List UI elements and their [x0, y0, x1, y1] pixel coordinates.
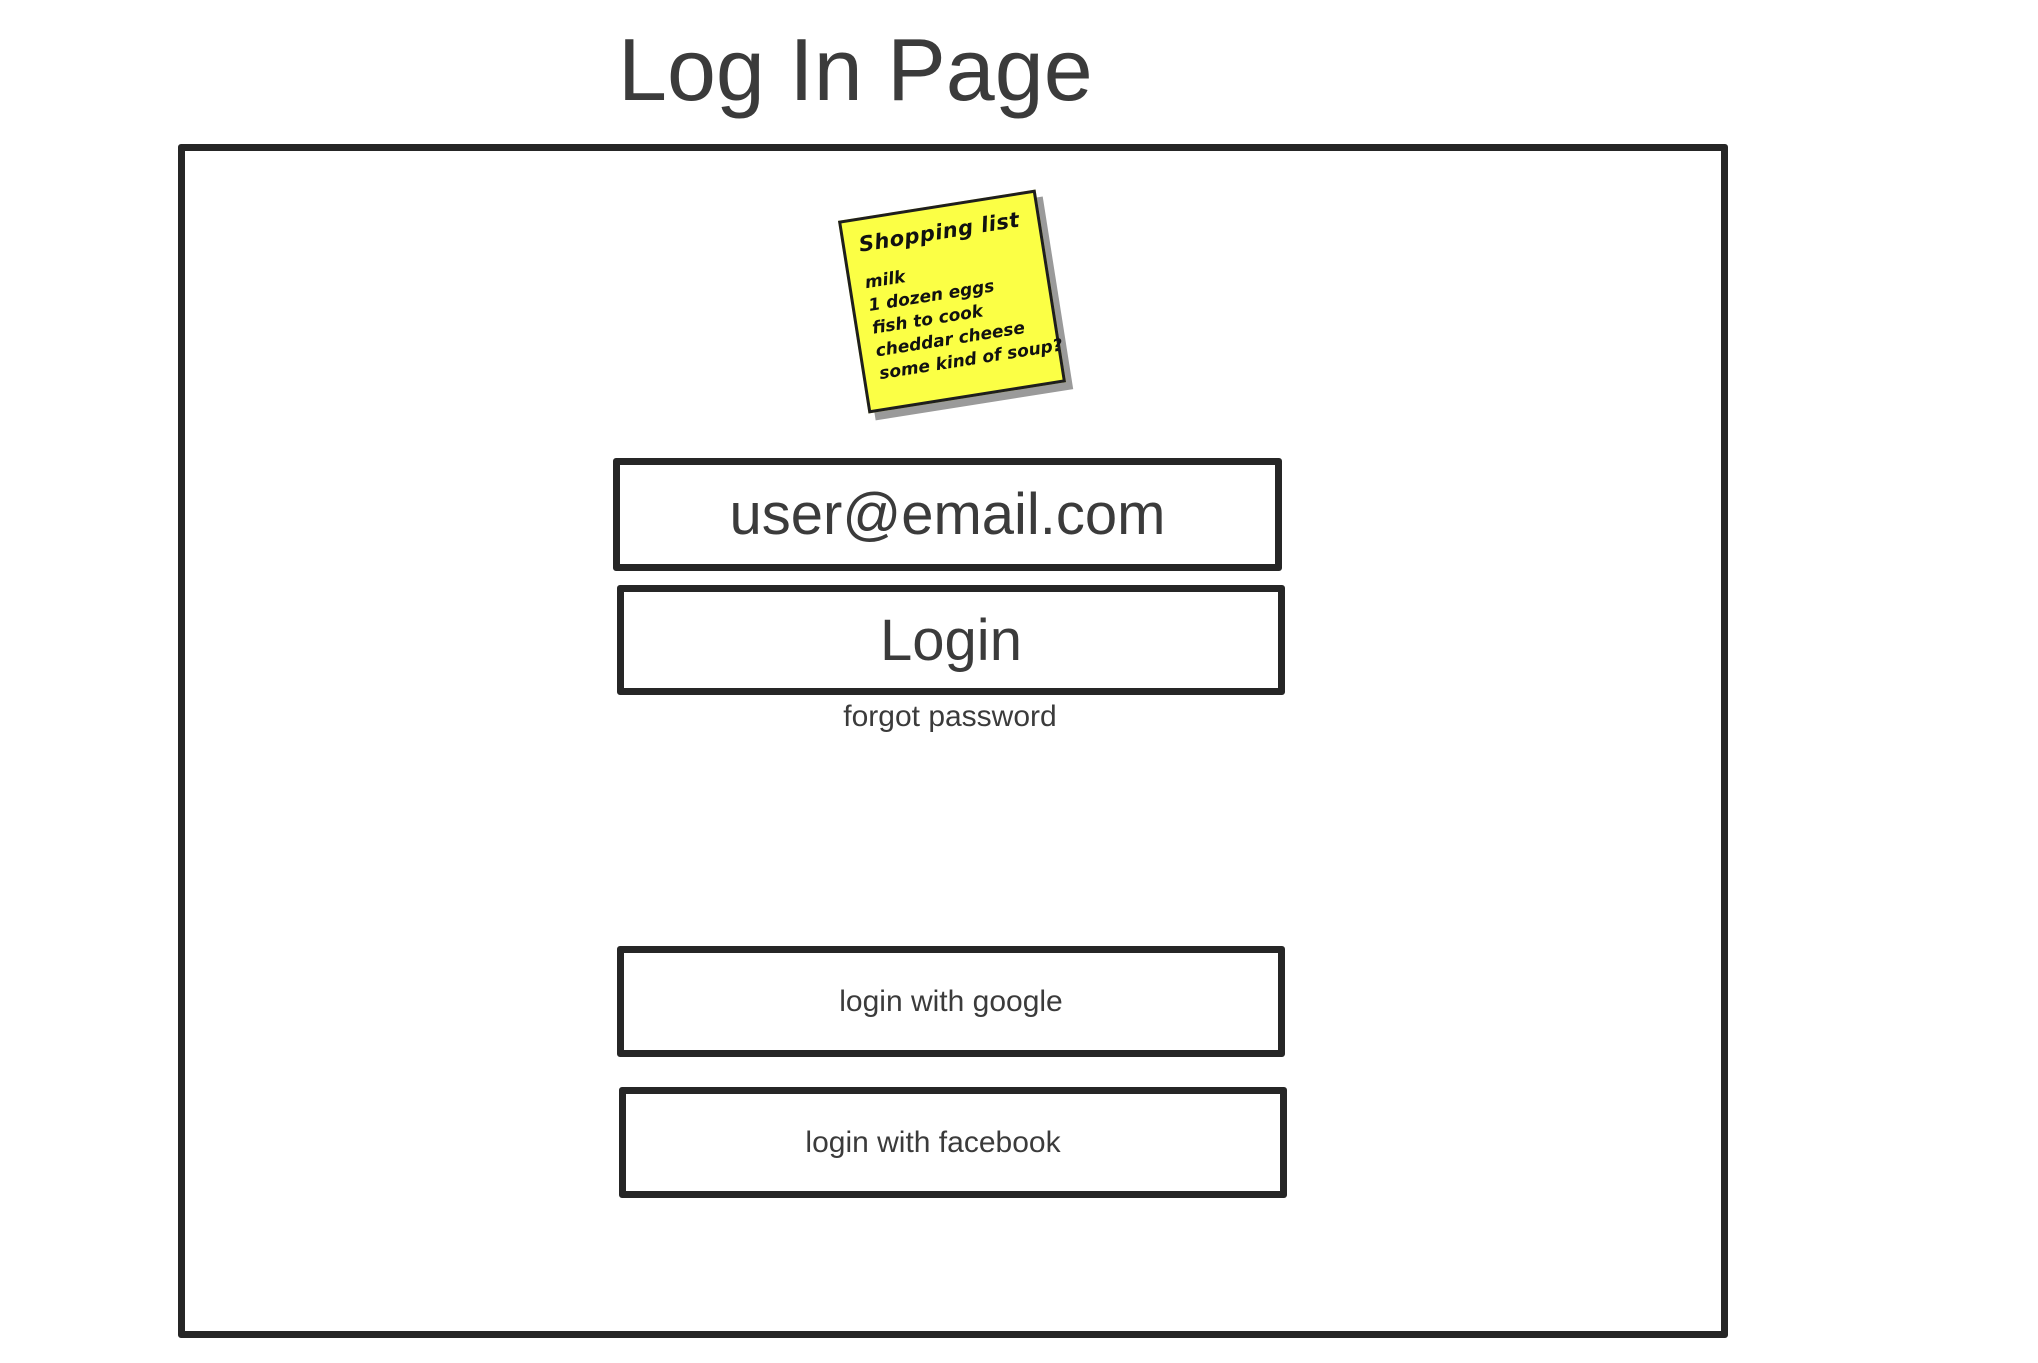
google-button-label: login with google	[839, 984, 1063, 1018]
email-field-value: user@email.com	[729, 482, 1166, 547]
login-with-google-button[interactable]: login with google	[617, 946, 1285, 1057]
email-field[interactable]: user@email.com	[613, 458, 1282, 571]
sticky-note-title: Shopping list	[857, 207, 1022, 257]
facebook-button-label: login with facebook	[805, 1125, 1061, 1159]
page-title: Log In Page	[618, 20, 1093, 119]
login-button-label: Login	[880, 607, 1022, 673]
login-frame	[178, 144, 1728, 1338]
login-button[interactable]: Login	[617, 585, 1285, 695]
shopping-list-sticky-note: Shopping list milk 1 dozen eggs fish to …	[837, 189, 1067, 414]
login-with-facebook-button[interactable]: login with facebook	[619, 1087, 1287, 1198]
forgot-password-link[interactable]: forgot password	[843, 700, 1057, 733]
